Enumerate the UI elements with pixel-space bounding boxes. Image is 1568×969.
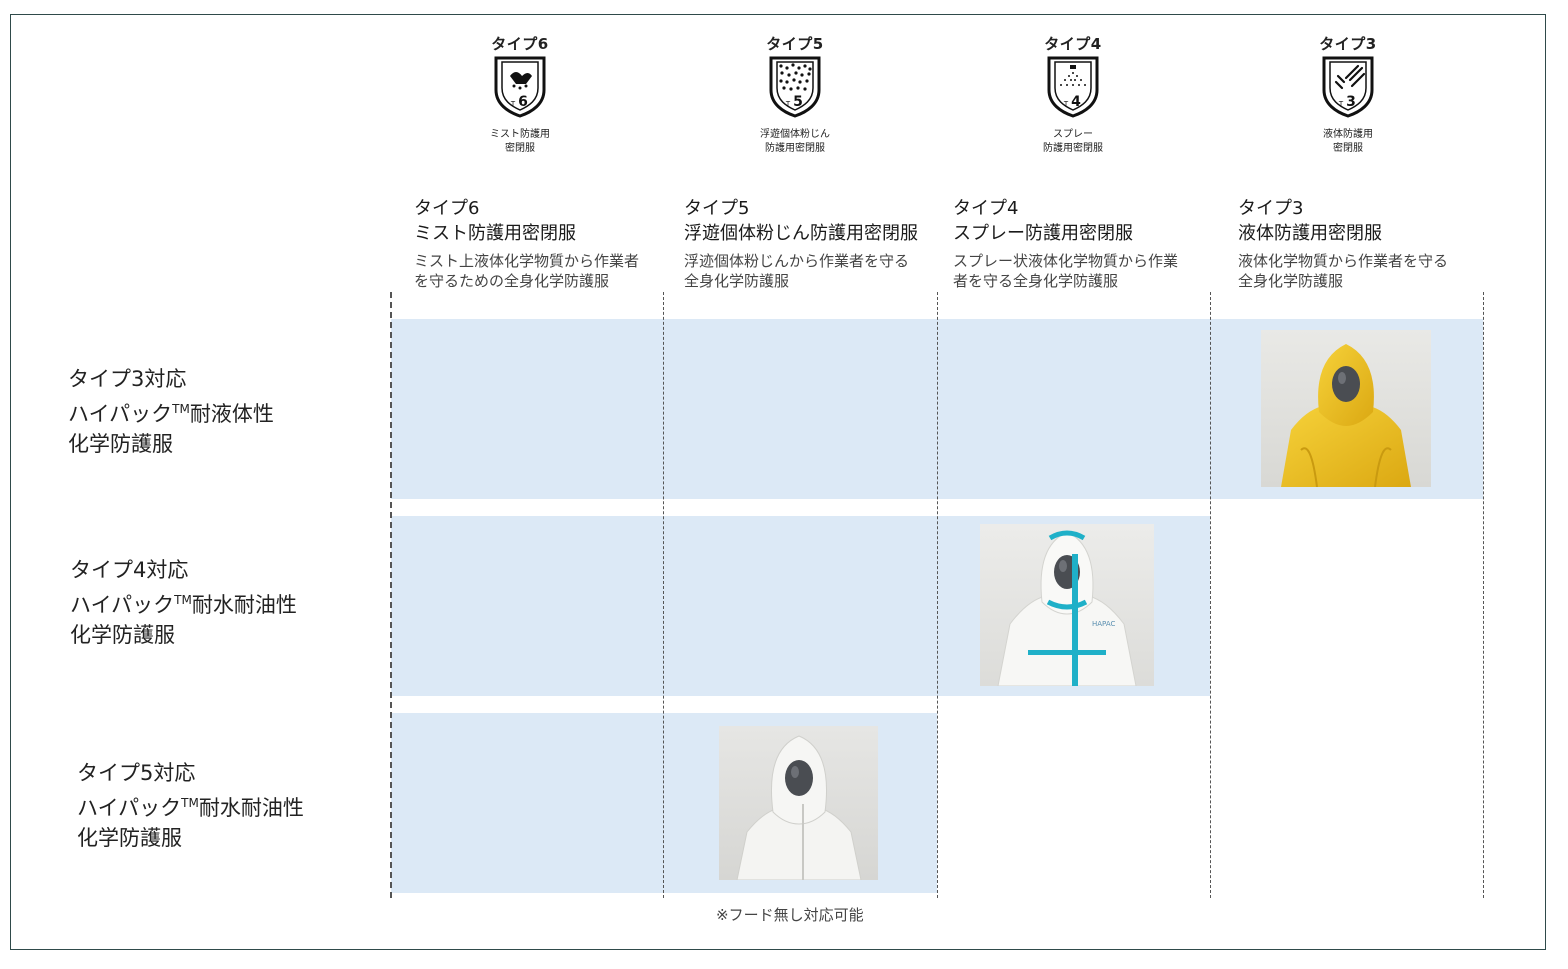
- type-desc-line1: 浮迹個体粉じんから作業者を守る: [684, 252, 910, 270]
- type5-heading: タイプ5 浮遊個体粉じん防護用密閉服 浮迹個体粉じんから作業者を守る全身化学防護…: [684, 196, 954, 291]
- type4-icon-block: タイプ4 4 T スプレー防護用密閉服: [1008, 36, 1138, 156]
- page-frame: [10, 14, 1546, 950]
- icon-code: 3: [1346, 94, 1356, 110]
- hoodless-note: ※フード無し対応可能: [716, 906, 864, 924]
- icon-sub-line2: 防護用密閉服: [765, 143, 825, 154]
- row-label-type5: タイプ5対応 ハイパックTM耐水耐油性 化学防護服: [77, 758, 304, 853]
- row-label-line1: タイプ4対応: [70, 558, 189, 582]
- type3-heading: タイプ3 液体防護用密閉服 液体化学物質から作業者を守る全身化学防護服: [1238, 196, 1508, 291]
- white-suit-photo: [719, 726, 878, 880]
- trademark: TM: [181, 796, 199, 810]
- white-suit-teal-tape-photo: HAPAC: [980, 524, 1154, 686]
- icon-label: タイプ4: [1044, 35, 1102, 53]
- icon-sub-line1: 液体防護用: [1323, 129, 1373, 140]
- type-title-line1: タイプ6: [414, 198, 480, 219]
- type-title-line2: 液体防護用密閉服: [1238, 223, 1382, 244]
- column-divider: [1210, 292, 1211, 898]
- type4-heading: タイプ4 スプレー防護用密閉服 スプレー状液体化学物質から作業者を守る全身化学防…: [953, 196, 1223, 291]
- row-label-line1: タイプ5対応: [77, 761, 196, 785]
- row-label-brand: ハイパック: [70, 593, 175, 617]
- spray-shield-icon: 4 T: [1047, 56, 1099, 118]
- row-label-line1: タイプ3対応: [68, 367, 187, 391]
- row-label-line3: 化学防護服: [68, 432, 173, 456]
- row-label-brand: ハイパック: [77, 796, 182, 820]
- icon-sub-line2: 防護用密閉服: [1043, 143, 1103, 154]
- row-label-property: 耐水耐油性: [198, 796, 304, 820]
- liquid-jet-shield-icon: 3 T: [1322, 56, 1374, 118]
- mist-shield-icon: 6 T: [494, 56, 546, 118]
- row-label-property: 耐液体性: [189, 402, 274, 426]
- type-title-line2: スプレー防護用密閉服: [953, 223, 1133, 244]
- icon-sub-line2: 密閉服: [1333, 143, 1363, 154]
- trademark: TM: [174, 593, 192, 607]
- svg-text:T: T: [1063, 100, 1069, 108]
- type-desc-line1: ミスト上液体化学物質から作業者: [414, 252, 640, 270]
- column-divider: [1483, 292, 1484, 898]
- icon-sub-line1: スプレー: [1053, 129, 1093, 140]
- icon-sub-line1: ミスト防護用: [490, 129, 550, 140]
- column-divider: [663, 292, 664, 898]
- type-title-line1: タイプ4: [953, 198, 1019, 219]
- column-divider: [390, 292, 392, 898]
- svg-text:T: T: [1338, 100, 1344, 108]
- type-desc-line1: 液体化学物質から作業者を守る: [1238, 252, 1449, 270]
- type-desc-line2: 全身化学防護服: [1238, 272, 1344, 290]
- svg-text:HAPAC: HAPAC: [1092, 620, 1115, 628]
- svg-text:T: T: [510, 100, 516, 108]
- icon-label: タイプ6: [491, 35, 549, 53]
- type-title-line1: タイプ5: [684, 198, 750, 219]
- row-label-brand: ハイパック: [68, 402, 173, 426]
- icon-code: 6: [518, 94, 528, 110]
- column-divider: [937, 292, 938, 898]
- type-desc-line1: スプレー状液体化学物質から作業: [953, 252, 1179, 270]
- type-title-line1: タイプ3: [1238, 198, 1304, 219]
- row-label-type4: タイプ4対応 ハイパックTM耐水耐油性 化学防護服: [70, 555, 297, 650]
- row-label-property: 耐水耐油性: [191, 593, 297, 617]
- icon-label: タイプ5: [766, 35, 824, 53]
- icon-sub-line2: 密閉服: [505, 143, 535, 154]
- icon-sub-line1: 浮遊個体粉じん: [760, 129, 830, 140]
- icon-code: 4: [1071, 94, 1081, 110]
- type-desc-line2: 全身化学防護服: [684, 272, 790, 290]
- type-desc-line2: 者を守る全身化学防護服: [953, 272, 1119, 290]
- type5-icon-block: タイプ5 5 T 浮遊個体粉じん防護用密閉服: [730, 36, 860, 156]
- row-label-line3: 化学防護服: [77, 826, 182, 850]
- icon-label: タイプ3: [1319, 35, 1377, 53]
- trademark: TM: [172, 402, 190, 416]
- type-desc-line2: を守るための全身化学防護服: [414, 272, 610, 290]
- type-title-line2: 浮遊個体粉じん防護用密閉服: [684, 223, 918, 244]
- type-title-line2: ミスト防護用密閉服: [414, 223, 576, 244]
- type3-icon-block: タイプ3 3 T 液体防護用密閉服: [1283, 36, 1413, 156]
- type6-icon-block: タイプ6 6 T ミスト防護用密閉服: [455, 36, 585, 156]
- yellow-suit-photo: [1261, 330, 1431, 487]
- type6-heading: タイプ6 ミスト防護用密閉服 ミスト上液体化学物質から作業者を守るための全身化学…: [414, 196, 684, 291]
- row-label-type3: タイプ3対応 ハイパックTM耐液体性 化学防護服: [68, 364, 274, 459]
- particles-shield-icon: 5 T: [769, 56, 821, 118]
- icon-code: 5: [793, 94, 803, 110]
- svg-text:T: T: [785, 100, 791, 108]
- row-label-line3: 化学防護服: [70, 623, 175, 647]
